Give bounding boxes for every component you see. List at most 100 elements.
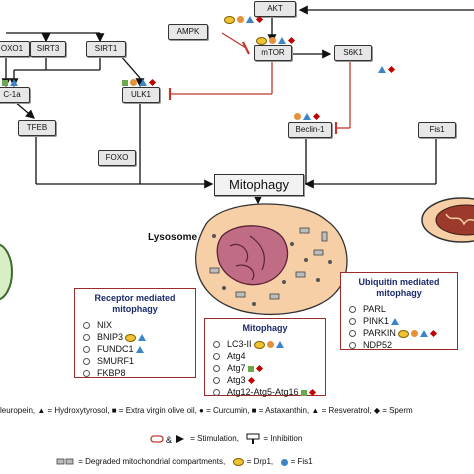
svg-text:&: & xyxy=(166,435,172,445)
list-item: Atg4 xyxy=(205,350,325,362)
mitophagy-panel-title: Mitophagy xyxy=(242,323,288,333)
resveratrol-icon xyxy=(138,334,147,342)
s6k1-markers xyxy=(376,61,396,79)
arrow-pgc-to-tfeb xyxy=(13,100,35,119)
curcumin-icon xyxy=(269,37,276,45)
ulk1-markers xyxy=(120,74,157,92)
mtor-markers xyxy=(254,32,296,50)
ulk1-node: ULK1 xyxy=(122,87,160,103)
list-item: Atg12-Atg5-Atg16 xyxy=(205,386,325,398)
arrow-legend: & = Stimulation, = Inhibition xyxy=(150,433,302,445)
sirt1-node: SIRT1 xyxy=(86,41,126,57)
lysosome-label: Lysosome xyxy=(148,232,198,243)
curcumin-icon xyxy=(294,113,301,121)
resveratrol-icon xyxy=(10,79,18,87)
curcumin-icon xyxy=(237,16,244,24)
mitophagy-node: Mitophagy xyxy=(214,174,304,196)
pgc-markers xyxy=(0,74,18,92)
ubiquitin-list: PARL PINK1 PARKIN NDP52 xyxy=(341,303,457,351)
left-mitochondrion-image xyxy=(0,243,13,301)
compound-legend: leuropein, ▲ = Hydroxytyrosol, ■ = Extra… xyxy=(0,406,413,415)
ubiquitin-panel-title: Ubiquitin mediated mitophagy xyxy=(358,277,440,298)
olive-oval-icon xyxy=(253,340,265,349)
list-item: PARKIN xyxy=(341,327,457,339)
lysosome-image xyxy=(195,203,348,316)
resveratrol-icon xyxy=(303,113,311,121)
list-item: NIX xyxy=(75,319,195,331)
list-item: Atg3 xyxy=(205,374,325,386)
receptor-panel-title: Receptor mediated mitophagy xyxy=(94,293,176,314)
resveratrol-icon xyxy=(275,341,284,349)
degraded-compartment-icon xyxy=(56,458,74,465)
resveratrol-icon xyxy=(278,37,286,45)
spermidine-icon xyxy=(308,389,316,397)
mtor-node: mTOR xyxy=(254,45,292,61)
inhibit-mtor-ulk1 xyxy=(168,62,273,100)
list-item: PARL xyxy=(341,303,457,315)
olive-oil-icon xyxy=(247,365,254,372)
inhibition-icon xyxy=(246,433,260,444)
spermidine-icon xyxy=(312,113,321,121)
fis1-icon xyxy=(281,458,289,466)
inhibit-ampk-mtor xyxy=(221,32,250,55)
arrow-tfeb-to-mitophagy xyxy=(35,136,214,189)
spermidine-icon xyxy=(148,79,157,87)
tfeb-node: TFEB xyxy=(18,120,56,136)
inhibit-s6k1-beclin xyxy=(334,62,351,134)
olive-oval-icon xyxy=(125,333,137,342)
foxo1-node: OXO1 xyxy=(0,41,30,57)
list-item: NDP52 xyxy=(341,339,457,351)
s6k1-node: S6K1 xyxy=(334,45,372,61)
fis1-node: Fis1 xyxy=(418,122,456,138)
arrow-top-to-sirt xyxy=(6,32,105,43)
stimulation-arrow-icon: & xyxy=(150,435,184,445)
ubiquitin-panel: Ubiquitin mediated mitophagy PARL PINK1 … xyxy=(340,272,458,350)
beclin1-node: Beclin-1 xyxy=(288,122,332,138)
spermidine-icon xyxy=(287,37,296,45)
drp1-icon xyxy=(233,458,245,466)
mitophagy-list: LC3-II Atg4 Atg7 Atg3 Atg12-Atg5-Atg16 xyxy=(205,338,325,398)
akt-node: AKT xyxy=(254,1,296,17)
ampk-node: AMPK xyxy=(168,24,208,40)
beclin-markers xyxy=(292,108,321,126)
arrow-fis1-to-mitophagy xyxy=(304,138,437,189)
drp1-label: = Drp1, xyxy=(246,457,274,467)
olive-oil-icon xyxy=(2,79,8,86)
mitophagy-panel: Mitophagy LC3-II Atg4 Atg7 Atg3 Atg12-At… xyxy=(204,318,326,398)
spermidine-icon xyxy=(429,330,437,338)
inhibition-label: = Inhibition xyxy=(263,434,303,444)
arrow-sirt3-to-pgc xyxy=(14,55,47,71)
degraded-label: = Degraded mitochondrial compartments, xyxy=(78,457,226,467)
olive-oil-icon xyxy=(122,79,128,86)
receptor-list: NIX BNIP3 FUNDC1 SMURF1 FKBP8 xyxy=(75,319,195,379)
spermidine-icon xyxy=(255,365,263,373)
curcumin-icon xyxy=(266,341,274,349)
resveratrol-icon xyxy=(246,16,254,24)
list-item: BNIP3 xyxy=(75,331,195,343)
sirt3-node: SIRT3 xyxy=(30,41,66,57)
curcumin-icon xyxy=(410,330,418,338)
olive-oval-icon xyxy=(224,15,235,24)
resveratrol-icon xyxy=(135,346,144,354)
spermidine-icon xyxy=(247,377,255,385)
olive-oval-icon xyxy=(256,36,267,45)
fis1-label: = Fis1 xyxy=(290,457,313,467)
olive-oil-icon xyxy=(300,389,307,396)
resveratrol-icon xyxy=(391,318,400,326)
list-item: FUNDC1 xyxy=(75,343,195,355)
list-item: FKBP8 xyxy=(75,367,195,379)
pgc1a-node: C-1a xyxy=(0,87,30,103)
symbol-legend: = Degraded mitochondrial compartments, =… xyxy=(56,457,313,467)
resveratrol-icon xyxy=(139,79,147,87)
akt-markers xyxy=(222,11,264,29)
foxo-node: FOXO xyxy=(98,150,136,166)
receptor-panel: Receptor mediated mitophagy NIX BNIP3 FU… xyxy=(74,288,196,378)
resveratrol-icon xyxy=(419,330,428,338)
spermidine-icon xyxy=(255,16,264,24)
list-item: Atg7 xyxy=(205,362,325,374)
list-item: PINK1 xyxy=(341,315,457,327)
stimulation-label: = Stimulation, xyxy=(190,434,239,444)
resveratrol-icon xyxy=(378,66,386,74)
